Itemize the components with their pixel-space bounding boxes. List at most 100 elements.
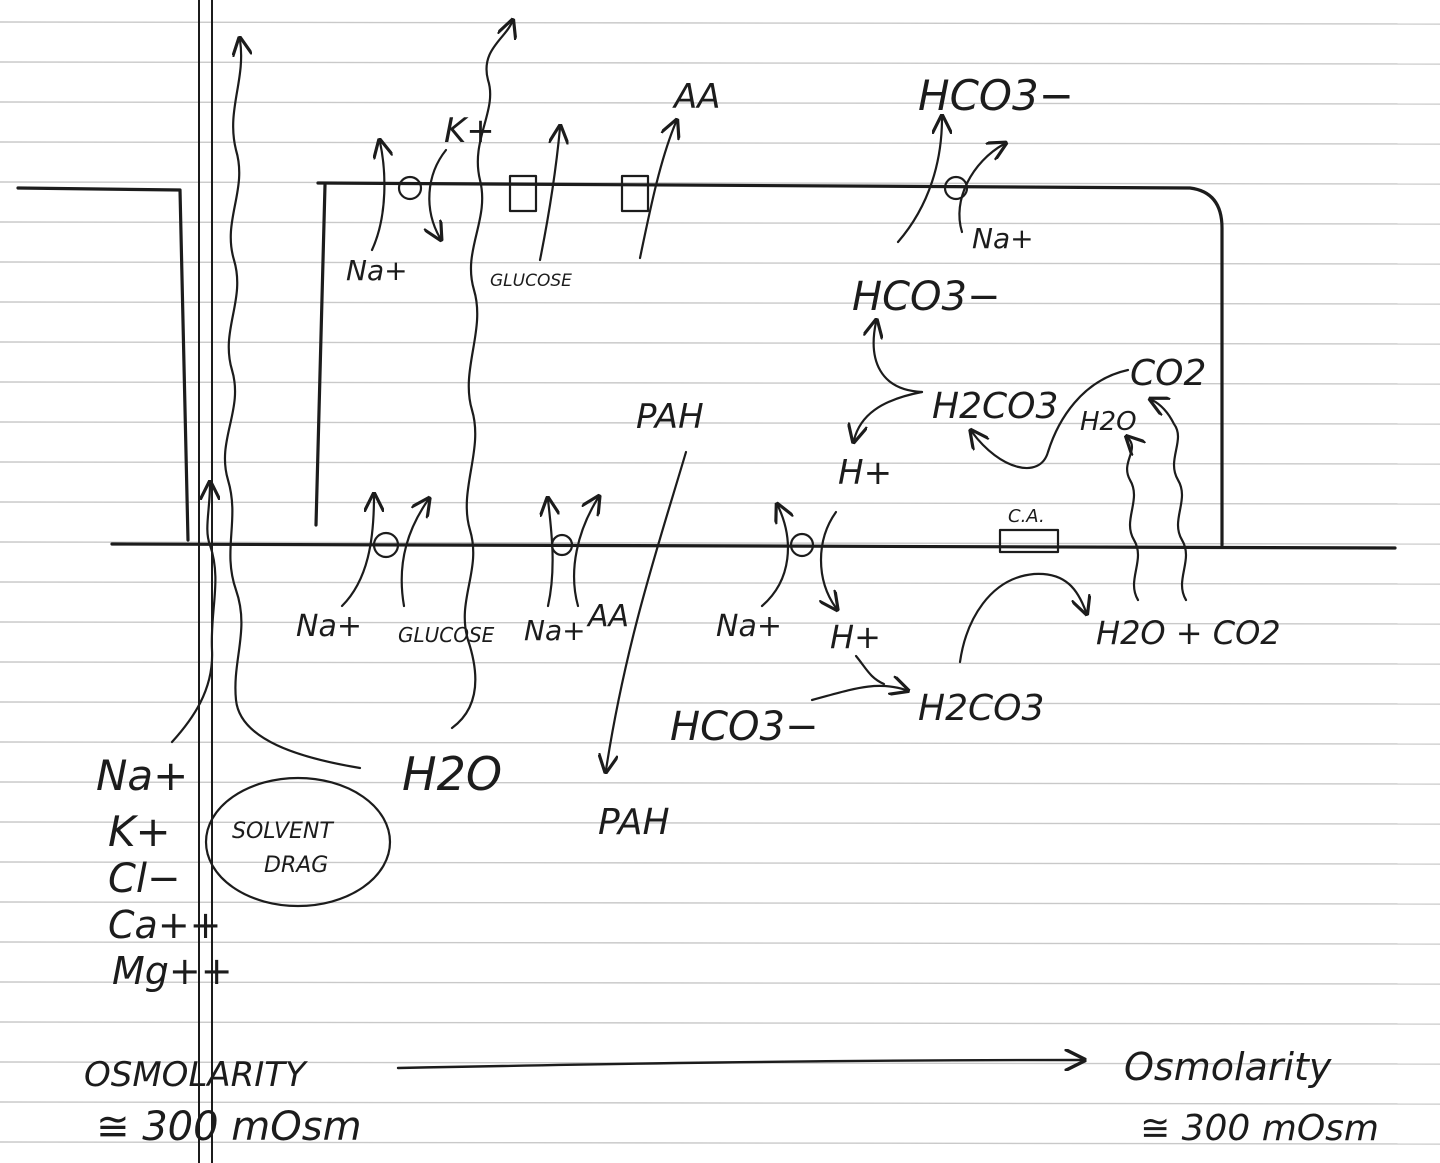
ruled-line (0, 821, 1440, 825)
apical-hco3-out-arrow (896, 118, 942, 244)
label-na-bottom-3: Na+ (716, 609, 782, 644)
notebook-ruled-lines (0, 21, 1440, 1145)
label-carbonic-anhydrase: C.A. (1008, 506, 1045, 527)
apical-hco3-na-transporter-circle (943, 175, 969, 201)
label-osmolarity-left-value: ≅ 300 mOsm (96, 1104, 362, 1150)
paracellular-wavy-path-outer (223, 40, 362, 770)
ruled-line (0, 61, 1440, 65)
osmolarity-arrow (396, 1060, 1082, 1068)
ruled-line (0, 1101, 1440, 1105)
ruled-line (0, 941, 1440, 945)
baso-na-aa-arrow-2 (572, 498, 598, 608)
h-to-h2co3-arrow (854, 654, 886, 686)
label-osmolarity-left: OSMOLARITY (84, 1055, 308, 1095)
co2-diffusion-wavy-1 (1127, 438, 1138, 602)
ruled-line (0, 421, 1440, 425)
label-na-bottom-1: Na+ (296, 609, 362, 644)
ruled-line (0, 301, 1440, 305)
label-ion-mg: Mg++ (112, 949, 233, 993)
ruled-line (0, 381, 1440, 385)
ruled-line (0, 1021, 1440, 1025)
carbonic-anhydrase-box (998, 528, 1060, 554)
h2co3-dissociation-arrow (958, 572, 1086, 664)
ruled-line (0, 901, 1440, 905)
cell-left-wall (314, 183, 327, 527)
h2co3-to-hco3-arrow (874, 322, 924, 394)
label-osmolarity-right-value: ≅ 300 mOsm (1140, 1108, 1379, 1149)
h2co3-to-h-arrow (854, 390, 924, 440)
label-ion-k: K+ (108, 807, 171, 856)
baso-na-h-exchanger-circle (789, 532, 815, 558)
ruled-line (0, 661, 1440, 665)
label-hco3-bottom: HCO3− (670, 704, 818, 750)
label-h2o-left: H2O (402, 747, 502, 801)
apical-glucose-arrow (538, 128, 560, 262)
baso-na-arrow (340, 496, 374, 608)
ruled-line (0, 1141, 1440, 1145)
transcellular-water-path (450, 22, 512, 730)
ruled-line (0, 781, 1440, 785)
apical-glucose-transporter (508, 174, 538, 213)
ruled-line (0, 581, 1440, 585)
baso-na-in-arrow (760, 506, 788, 608)
ruled-line (0, 101, 1440, 105)
label-k-top: K+ (444, 111, 495, 151)
label-aa-bottom: AA (586, 599, 629, 634)
ruled-line (0, 541, 1440, 545)
basolateral-membrane (110, 542, 1397, 550)
hco3-to-h2co3-arrow (810, 686, 906, 702)
margin-double-line (198, 0, 213, 1163)
ruled-line (0, 981, 1440, 985)
apical-na-k-transporter-circle (397, 175, 423, 201)
co2-h2o-to-h2co3-curve (972, 368, 1130, 470)
label-ion-cl: Cl− (108, 856, 181, 902)
label-na-bottom-2: Na+ (524, 614, 586, 647)
ruled-line (0, 701, 1440, 705)
apical-k-out-arrow (429, 148, 448, 238)
label-glucose-top: GLUCOSE (490, 271, 572, 291)
pah-secretion-arrow (606, 450, 688, 770)
ruled-line (0, 341, 1440, 345)
label-hco3-mid: HCO3− (852, 274, 1000, 320)
label-drag: DRAG (264, 853, 328, 878)
apical-aa-transporter (620, 174, 650, 213)
apical-membrane (316, 181, 1224, 547)
co2-diffusion-wavy-2 (1152, 400, 1188, 602)
baso-h-out-arrow (821, 510, 836, 608)
ruled-line (0, 741, 1440, 745)
baso-glucose-arrow (400, 500, 428, 608)
label-h2co3-bottom: H2CO3 (918, 688, 1044, 729)
ruled-line (0, 221, 1440, 225)
apical-membrane-left-segment (16, 186, 190, 542)
ruled-line (0, 141, 1440, 145)
ruled-line (0, 861, 1440, 865)
paracellular-wavy-path-inner (170, 484, 215, 744)
ruled-line (0, 461, 1440, 465)
label-hco3-top: HCO3− (918, 71, 1074, 120)
label-pah-mid: PAH (636, 397, 704, 437)
ruled-line (0, 181, 1440, 185)
label-h2o-co2-bottom: H2O + CO2 (1096, 614, 1281, 652)
ruled-line (0, 501, 1440, 505)
label-na-top-right: Na+ (972, 222, 1034, 255)
apical-aa-arrow (638, 122, 676, 260)
label-pah-bottom: PAH (598, 802, 670, 843)
label-h2o-mid: H2O (1080, 407, 1137, 437)
label-glucose-bottom: GLUCOSE (398, 623, 495, 647)
label-h-plus-mid: H+ (838, 453, 892, 493)
label-na-top-left: Na+ (346, 254, 408, 287)
label-osmolarity-right: Osmolarity (1124, 1045, 1332, 1089)
label-h2co3-mid: H2CO3 (932, 386, 1058, 427)
label-aa-top: AA (672, 77, 721, 117)
baso-na-glucose-transporter-circle (372, 531, 400, 559)
label-co2-mid: CO2 (1130, 353, 1206, 394)
label-h-plus-bottom: H+ (830, 618, 881, 656)
ruled-line (0, 21, 1440, 25)
ruled-line (0, 621, 1440, 625)
apical-na-k-in-arrow (370, 142, 384, 252)
label-solvent: SOLVENT (232, 819, 334, 844)
solvent-drag-circle (204, 776, 392, 908)
apical-na-arrow (958, 144, 1004, 234)
